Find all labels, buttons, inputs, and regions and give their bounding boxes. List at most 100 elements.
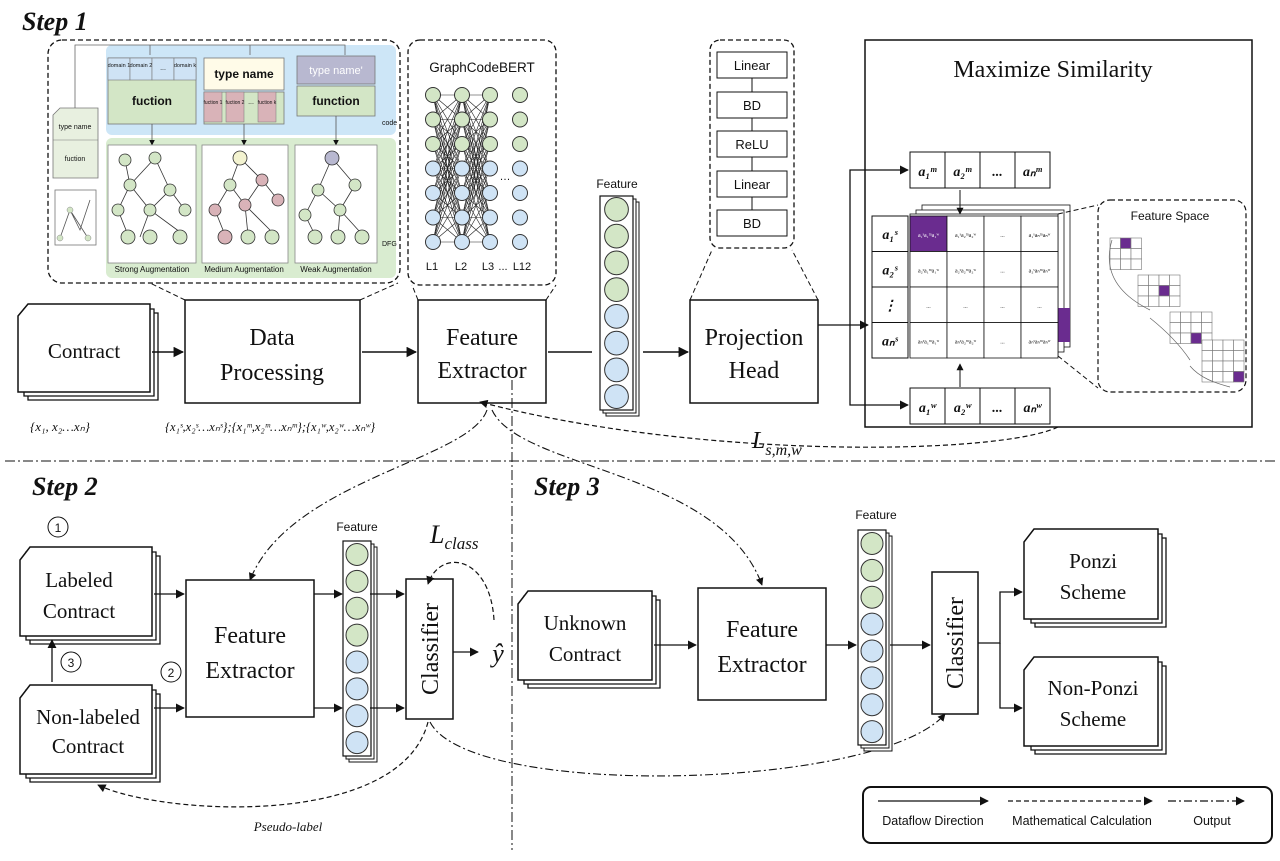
feature-node	[604, 250, 629, 276]
feature-node	[604, 330, 629, 356]
classifier2-label: Classifier	[418, 603, 444, 695]
feature-node	[604, 384, 629, 409]
pseudo-label-curve	[97, 721, 429, 808]
feature-node	[345, 731, 369, 755]
non-labeled-contract-stack: Non-labeled Contract	[19, 684, 161, 783]
labeled-contract-stack: Labeled Contract	[19, 546, 161, 645]
original-code-snippet: type name fuction	[52, 107, 99, 246]
non-ponzi-line2: Scheme	[1060, 707, 1126, 731]
feature-space-label: Feature Space	[1131, 209, 1210, 223]
augmentation-panel: code DFG type name fuction domain 1 doma…	[47, 39, 401, 284]
graphcodebert-title: GraphCodeBERT	[429, 60, 535, 75]
fuction-part-2: fuction 2	[226, 100, 245, 106]
bert-node	[512, 136, 528, 152]
proj-layer-2-label: BD	[743, 98, 761, 113]
feature-label-step1: Feature	[596, 177, 638, 191]
s-cell: a₁ˢ	[882, 228, 898, 243]
feature-label-step3: Feature	[855, 508, 897, 522]
strong-code-card: domain 1 domain 2 ... domain k fuction	[107, 57, 196, 125]
projection-layers-panel: Linear BD ReLU Linear BD	[709, 39, 795, 249]
weak-code-card: type name' function	[296, 55, 376, 117]
marker-1: 1	[47, 516, 69, 538]
data-processing-line1: Data	[249, 325, 295, 351]
feature-node	[860, 693, 884, 717]
s-cell: a₂ˢ	[882, 264, 898, 279]
feature-node	[604, 223, 629, 249]
feature-node	[345, 623, 369, 647]
strong-augmentation-label: Strong Augmentation	[115, 265, 190, 274]
feature-node	[860, 639, 884, 663]
loss-class-curve	[426, 561, 495, 621]
bert-node	[512, 160, 528, 177]
feature-label-step2: Feature	[336, 520, 378, 534]
m-cell: a₂ᵐ	[953, 165, 972, 180]
m-cell: aₙᵐ	[1023, 165, 1043, 180]
bert-node	[512, 185, 528, 201]
layer-l1: L1	[426, 261, 438, 273]
layer-l3: L3	[482, 261, 494, 273]
matrix-cell: ...	[963, 304, 968, 310]
bert-node	[482, 209, 498, 226]
fe3-line1: Feature	[726, 617, 798, 643]
domain-2: domain 2	[130, 63, 153, 69]
unknown-line1: Unknown	[544, 611, 627, 635]
matrix-cell: a₁ˢa₂ᵐa₂ʷ	[955, 233, 976, 239]
unknown-contract-stack: Unknown Contract	[517, 590, 661, 689]
non-labeled-line2: Contract	[52, 734, 124, 758]
feature-node	[345, 542, 369, 566]
feature-space-grid	[1108, 237, 1245, 388]
feature-node	[860, 612, 884, 636]
proj-layer-5	[716, 209, 788, 237]
marker-3: 3	[60, 651, 82, 673]
fuction-part-k: fuction k	[258, 100, 277, 106]
feature-node	[860, 585, 884, 609]
y-hat: ŷ	[489, 639, 504, 668]
labeled-line2: Contract	[43, 599, 115, 623]
svg-text:1: 1	[55, 521, 62, 535]
domain-ellipsis: ...	[160, 65, 166, 72]
fuction-part-ellipsis: ...	[248, 99, 254, 106]
matrix-cell: aₙˢa₁ᵐa₁ʷ	[918, 340, 940, 346]
feature-vector-step1	[599, 195, 640, 417]
bert-node	[425, 160, 441, 177]
feature-node	[345, 704, 369, 728]
legend-dataflow: Dataflow Direction	[882, 814, 983, 828]
bert-node	[454, 136, 470, 152]
matrix-cell: ...	[1000, 233, 1005, 239]
w-cell: a₁ʷ	[919, 401, 937, 416]
bert-node	[454, 185, 470, 201]
fe2-line2: Extractor	[205, 658, 294, 684]
feature-extractor-line2: Extractor	[437, 358, 526, 384]
side-type-name: type name	[59, 124, 92, 131]
matrix-cell: ...	[1037, 304, 1042, 310]
matrix-cell: a₁ˢaₙᵐaₙʷ	[1029, 233, 1051, 239]
matrix-cell: a₂ˢa₁ᵐa₁ʷ	[918, 269, 939, 275]
layer-l12: L12	[513, 261, 531, 273]
output-curve-classifier-transfer	[429, 713, 946, 777]
ponzi-scheme-stack: Ponzi Scheme	[1023, 528, 1167, 628]
bert-node	[512, 111, 528, 128]
bert-node	[454, 111, 470, 128]
bert-node	[512, 234, 528, 250]
legend: Dataflow Direction Mathematical Calculat…	[862, 786, 1273, 844]
similarity-title: Maximize Similarity	[953, 57, 1152, 83]
bert-node	[425, 234, 441, 250]
loss-class-label: Lclass	[429, 520, 479, 553]
bert-node	[482, 136, 498, 152]
bert-node	[425, 185, 441, 201]
projection-head-line1: Projection	[705, 325, 804, 351]
legend-output: Output	[1193, 814, 1231, 828]
bert-node	[454, 160, 470, 177]
feature-node	[860, 720, 884, 744]
feature-node	[345, 650, 369, 674]
w-cell: ...	[992, 401, 1003, 416]
bert-node	[454, 234, 470, 250]
s-cell: aₙˢ	[882, 335, 899, 350]
feature-node	[345, 596, 369, 620]
matrix-cell: a₂ˢaₙᵐaₙʷ	[1029, 269, 1051, 275]
contract-stack: Contract	[17, 303, 159, 401]
dfg-tag: DFG	[382, 241, 397, 248]
proj-layer-1	[716, 51, 788, 79]
